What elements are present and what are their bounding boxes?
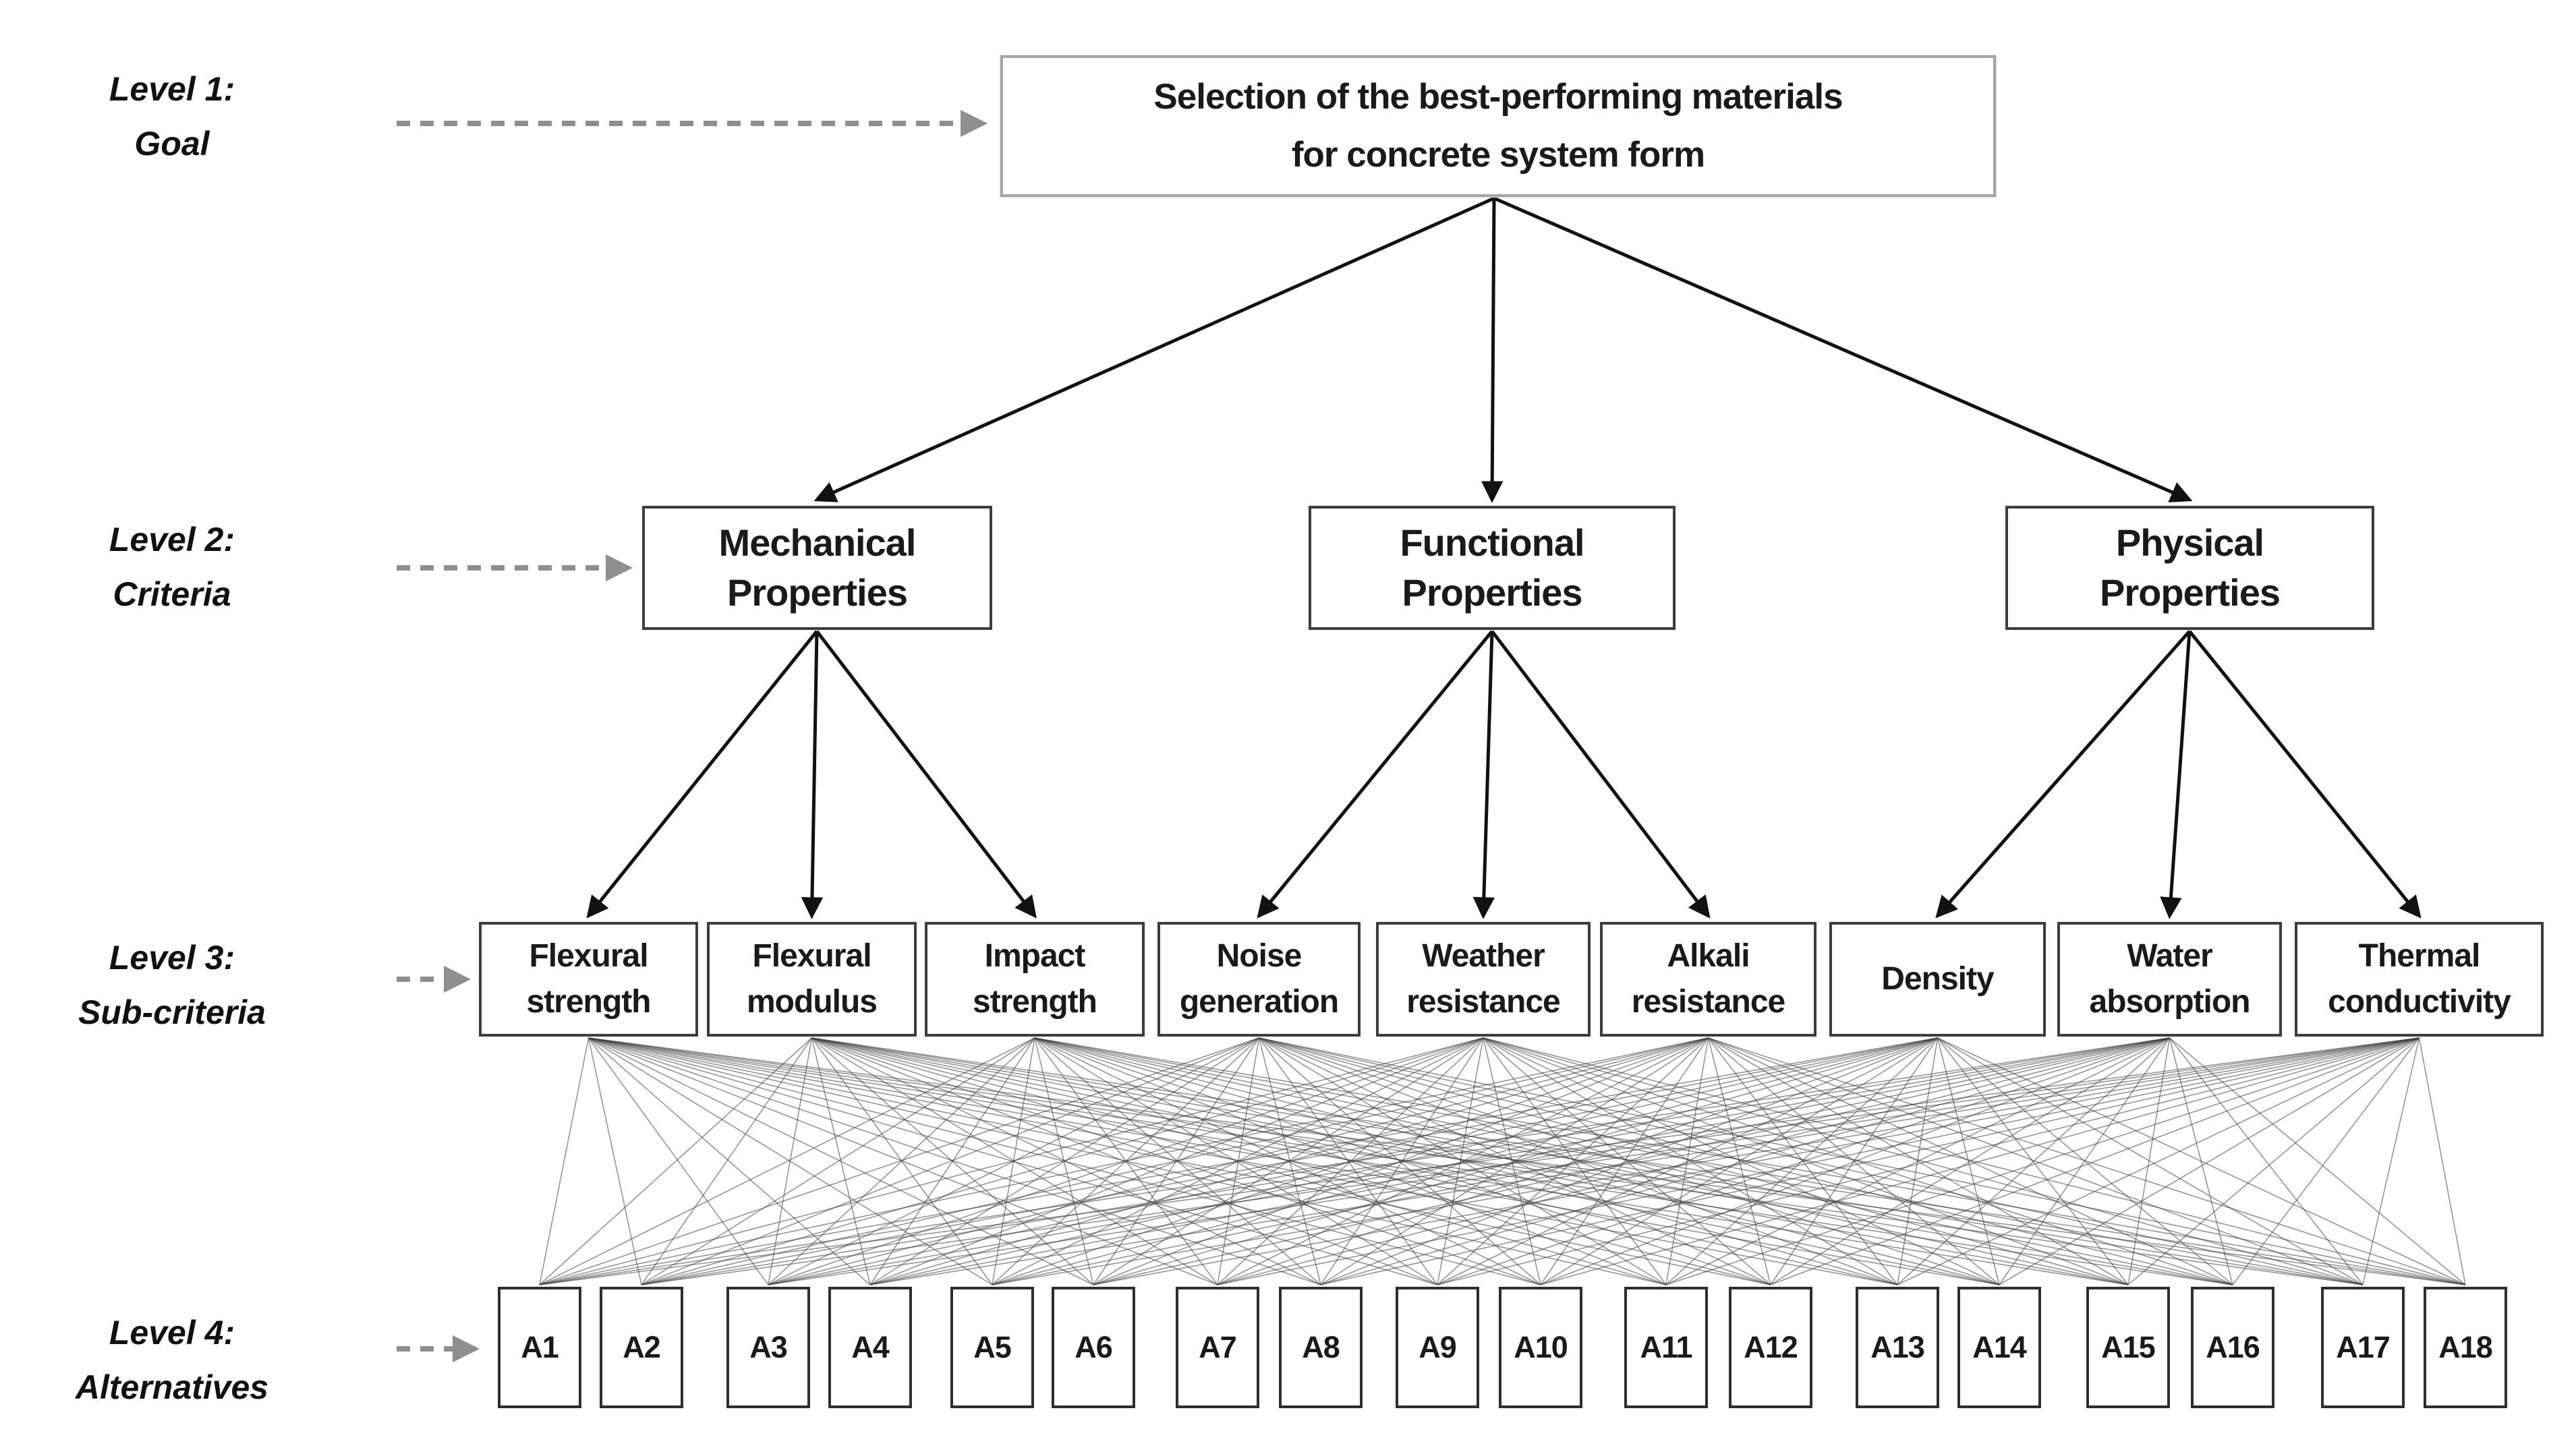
alternative-box-label: A6 xyxy=(1075,1330,1113,1364)
level-4-label: Level 4: Alternatives xyxy=(10,1306,334,1415)
alternative-box-a11: A11 xyxy=(1624,1287,1708,1408)
alternative-box-label: A2 xyxy=(623,1330,661,1364)
subcriteria-box-water-absorption: Water absorption xyxy=(2057,922,2282,1037)
alternative-box-label: A13 xyxy=(1870,1330,1925,1364)
level-4-label-line2: Alternatives xyxy=(75,1368,269,1406)
alternative-box-a1: A1 xyxy=(498,1287,581,1408)
subcriteria-box-label: absorption xyxy=(2089,984,2251,1020)
alternative-box-a18: A18 xyxy=(2424,1287,2507,1408)
alternative-box-a9: A9 xyxy=(1396,1287,1479,1408)
level-2-label: Level 2: Criteria xyxy=(10,513,334,622)
alternative-box-a16: A16 xyxy=(2191,1287,2274,1408)
criteria-box-line2: Properties xyxy=(727,571,908,614)
subcriteria-box-noise-generation: Noise generation xyxy=(1157,922,1361,1037)
alternative-box-label: A17 xyxy=(2336,1330,2391,1364)
criteria-box-mechanical-properties: Mechanical Properties xyxy=(642,506,992,630)
subcriteria-box-label: Thermal xyxy=(2358,937,2481,974)
criteria-box-line1: Functional xyxy=(1400,521,1584,564)
alternative-box-label: A1 xyxy=(521,1330,559,1364)
level-4-label-line1: Level 4: xyxy=(109,1314,235,1352)
subcriteria-box-label: conductivity xyxy=(2328,984,2511,1020)
alternative-box-label: A16 xyxy=(2206,1330,2260,1364)
alternative-box-a13: A13 xyxy=(1856,1287,1939,1408)
alternative-box-a15: A15 xyxy=(2086,1287,2170,1408)
alternative-box-a7: A7 xyxy=(1176,1287,1259,1408)
criteria-box-functional-properties: Functional Properties xyxy=(1309,506,1676,630)
alternative-box-label: A18 xyxy=(2438,1330,2493,1364)
criteria-box-line1: Mechanical xyxy=(718,521,917,564)
goal-box-line2: for concrete system form xyxy=(1291,135,1705,175)
alternative-box-label: A12 xyxy=(1744,1330,1798,1364)
alternative-box-label: A14 xyxy=(1972,1330,2027,1364)
goal-box-line1: Selection of the best-performing materia… xyxy=(1153,77,1843,117)
criteria-box-line2: Properties xyxy=(1402,571,1583,614)
alternative-box-a6: A6 xyxy=(1052,1287,1135,1408)
subcriteria-box-impact-strength: Impact strength xyxy=(925,922,1145,1037)
criteria-box-line1: Physical xyxy=(2115,521,2264,564)
criteria-box-line2: Properties xyxy=(2100,571,2281,614)
alternative-box-label: A11 xyxy=(1640,1330,1692,1364)
alternative-box-a10: A10 xyxy=(1499,1287,1582,1408)
subcriteria-box-label: resistance xyxy=(1406,984,1560,1020)
subcriteria-box-alkali-resistance: Alkali resistance xyxy=(1600,922,1816,1037)
subcriteria-box-label: Impact xyxy=(984,937,1086,974)
subcriteria-box-label: modulus xyxy=(747,984,878,1020)
goal-box: Selection of the best-performing materia… xyxy=(1000,55,1996,197)
subcriteria-box-label: strength xyxy=(973,984,1097,1020)
alternative-box-a8: A8 xyxy=(1279,1287,1363,1408)
subcriteria-box-density: Density xyxy=(1829,922,2046,1037)
subcriteria-box-label: resistance xyxy=(1631,984,1785,1020)
level-3-label: Level 3: Sub-criteria xyxy=(10,931,334,1040)
subcriteria-box-label: generation xyxy=(1179,984,1339,1020)
subcriteria-to-alternatives-web xyxy=(539,1037,2466,1285)
level-1-label-line2: Goal xyxy=(134,125,210,163)
alternative-box-a17: A17 xyxy=(2321,1287,2405,1408)
subcriteria-box-label: strength xyxy=(526,984,652,1020)
subcriteria-box-label: Weather xyxy=(1422,937,1545,974)
alternative-box-label: A4 xyxy=(851,1330,890,1364)
subcriteria-box-label: Flexural xyxy=(752,937,871,974)
alternative-box-label: A9 xyxy=(1419,1330,1457,1364)
level-3-label-line1: Level 3: xyxy=(109,939,235,977)
alternative-box-a5: A5 xyxy=(950,1287,1034,1408)
alternative-box-a3: A3 xyxy=(726,1287,810,1408)
alternative-box-label: A3 xyxy=(749,1330,788,1364)
alternative-box-a2: A2 xyxy=(600,1287,683,1408)
level-1-label-line1: Level 1: xyxy=(109,70,235,108)
alternative-box-label: A5 xyxy=(973,1330,1012,1364)
subcriteria-box-label: Noise xyxy=(1216,937,1303,974)
level-2-label-line1: Level 2: xyxy=(109,521,235,558)
alternative-box-a4: A4 xyxy=(828,1287,912,1408)
level-2-label-line2: Criteria xyxy=(113,575,231,613)
alternative-box-label: A15 xyxy=(2101,1330,2156,1364)
alternative-box-a14: A14 xyxy=(1957,1287,2041,1408)
subcriteria-box-flexural-modulus: Flexural modulus xyxy=(707,922,917,1037)
level-1-label: Level 1: Goal xyxy=(10,62,334,171)
level-3-label-line2: Sub-criteria xyxy=(78,993,266,1031)
subcriteria-box-flexural-strength: Flexural strength xyxy=(479,922,698,1037)
subcriteria-box-label: Flexural xyxy=(529,937,648,974)
subcriteria-box-label: Water xyxy=(2127,937,2213,974)
goal-to-criteria-arrows xyxy=(813,196,2193,503)
subcriteria-box-label: Density xyxy=(1881,960,1994,997)
criteria-to-subcriteria-arrows xyxy=(586,630,2422,919)
alternative-box-label: A8 xyxy=(1302,1330,1340,1364)
alternative-box-label: A7 xyxy=(1199,1330,1237,1364)
subcriteria-box-thermal-conductivity: Thermal conductivity xyxy=(2295,922,2544,1037)
level-label-dashed-arrows xyxy=(397,110,988,1362)
subcriteria-box-label: Alkali xyxy=(1667,937,1750,974)
alternative-box-a12: A12 xyxy=(1729,1287,1812,1408)
subcriteria-box-weather-resistance: Weather resistance xyxy=(1376,922,1591,1037)
alternative-box-label: A10 xyxy=(1514,1330,1568,1364)
criteria-box-physical-properties: Physical Properties xyxy=(2005,506,2374,630)
